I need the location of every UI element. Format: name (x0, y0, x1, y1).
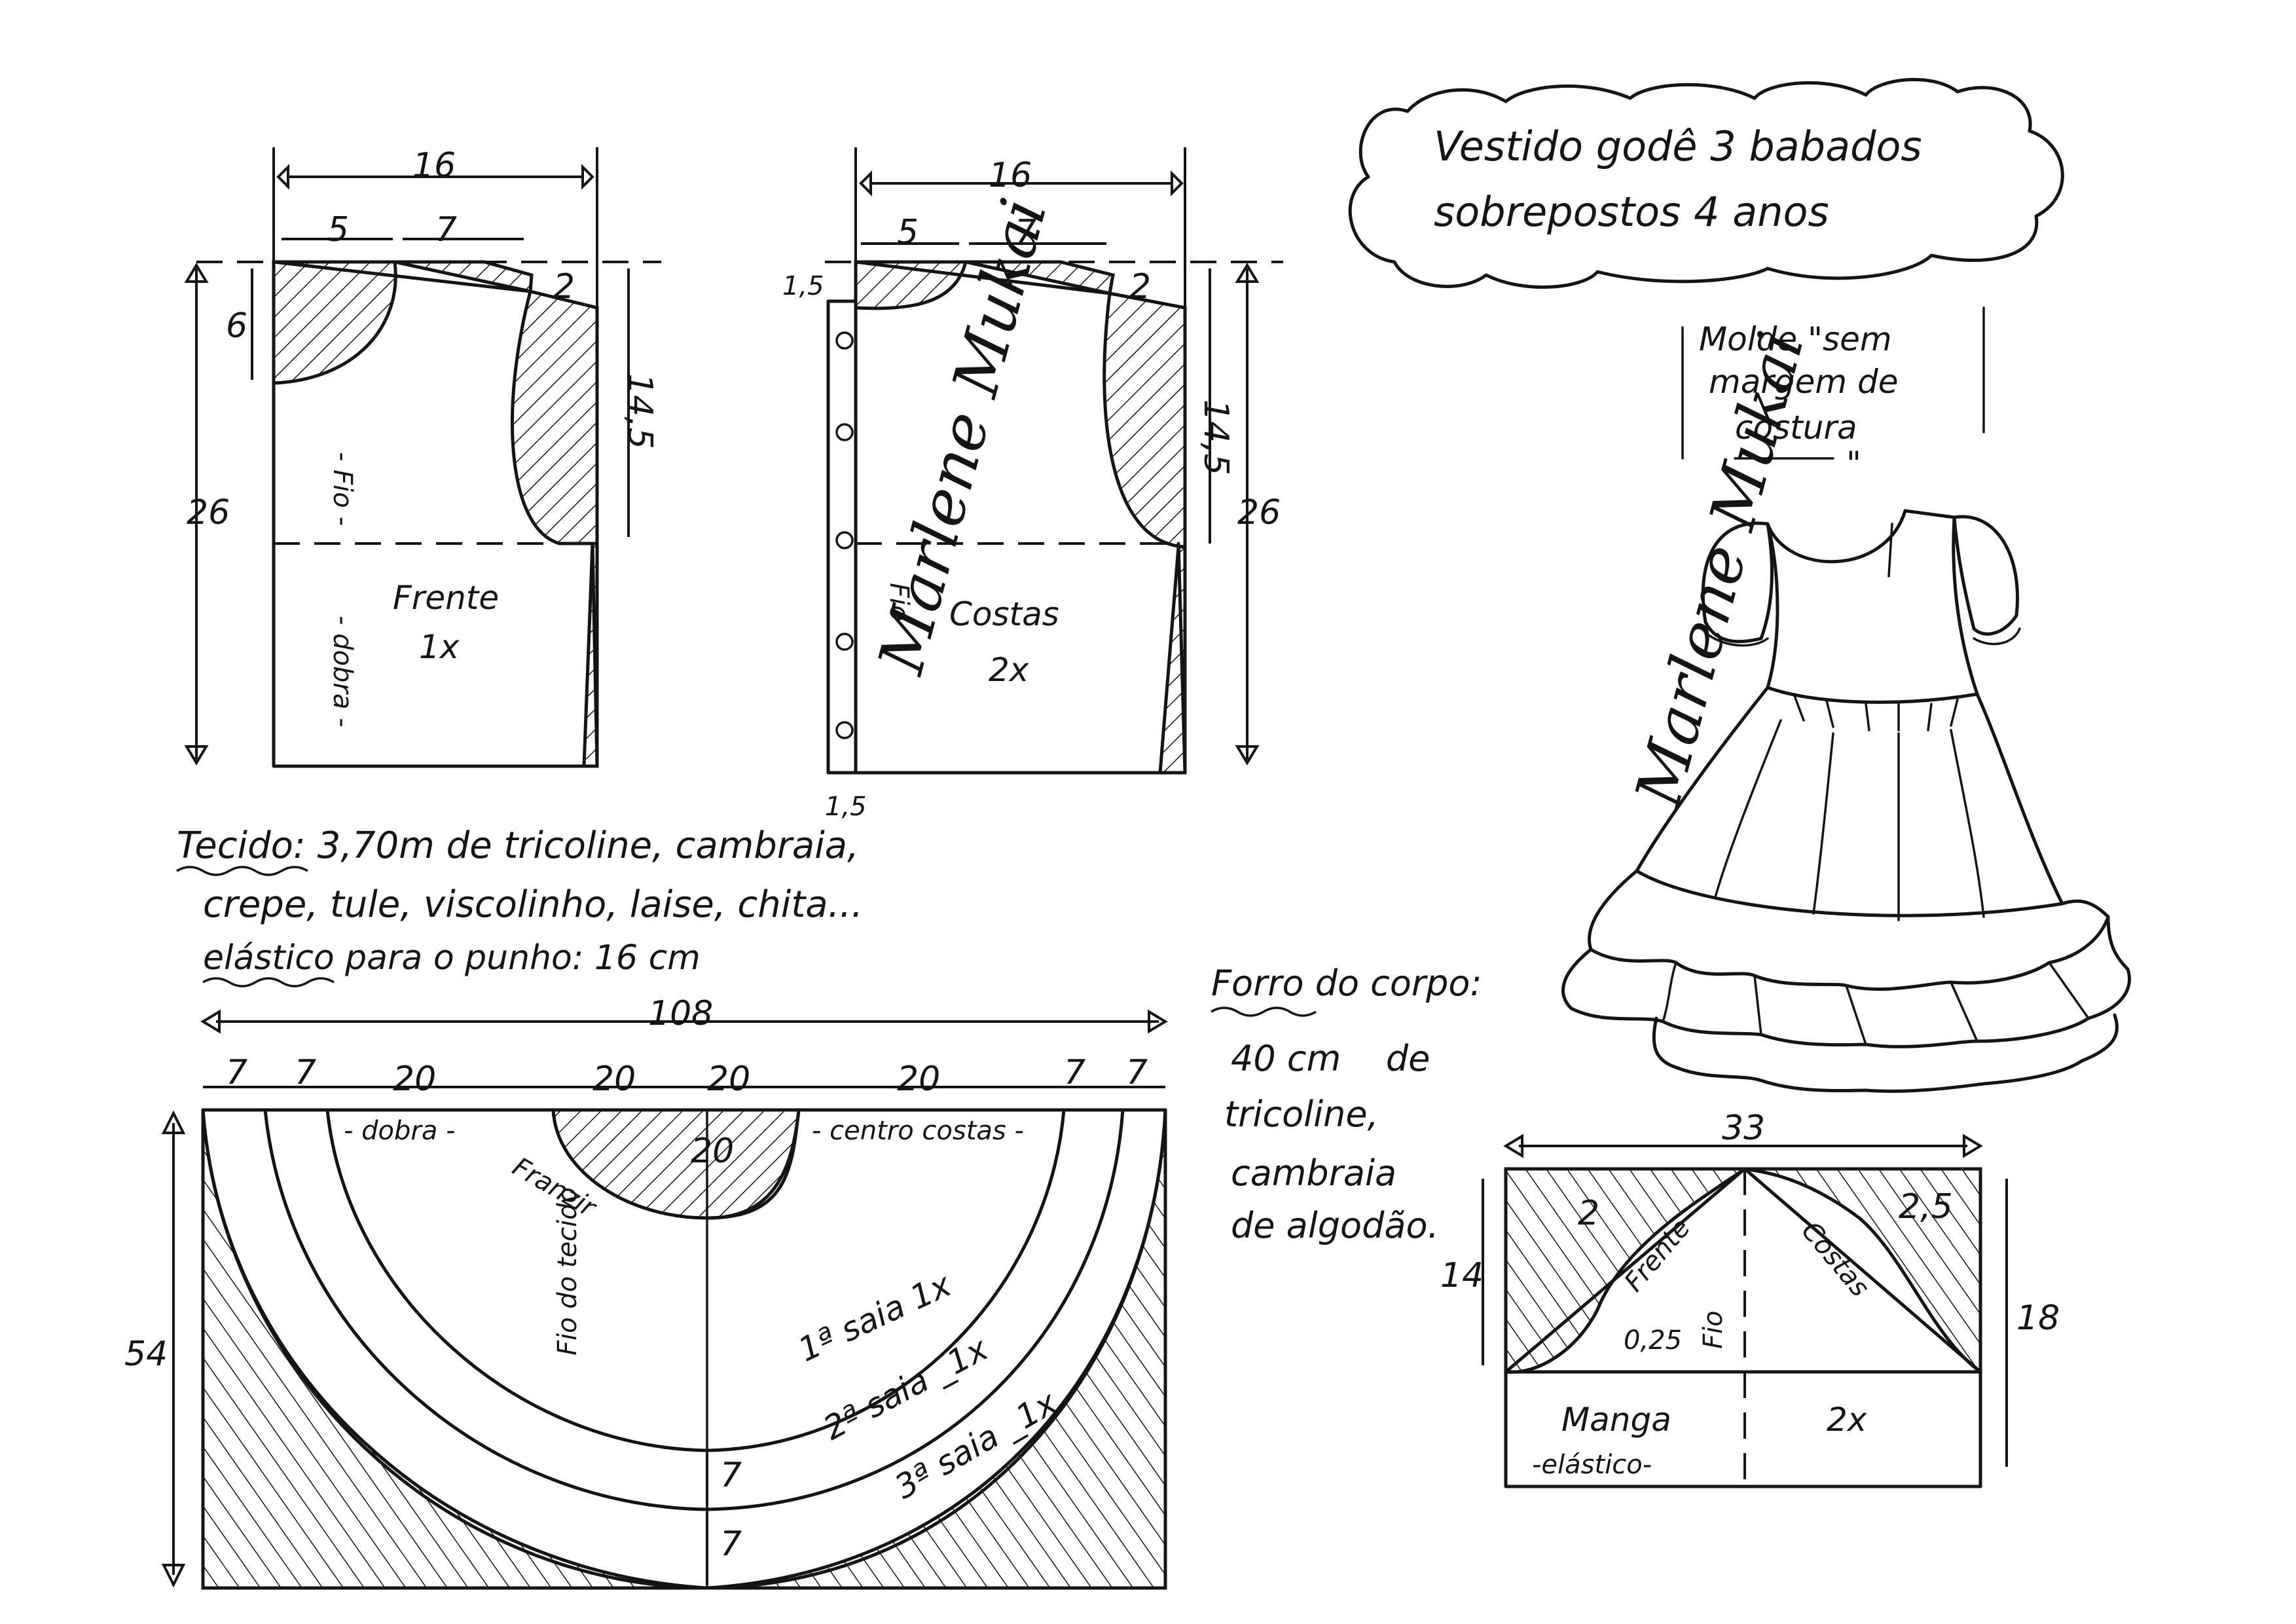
skirt-seg-c: 20 (393, 1060, 436, 1099)
title-cloud: Vestido godê 3 babados sobrepostos 4 ano… (1348, 78, 2064, 289)
skirt-seg-e: 20 (707, 1060, 750, 1099)
front-fold-label: - dobra - (327, 616, 357, 728)
front-neck-width: 5 (327, 210, 349, 249)
lining-line-4: cambraia (1231, 1153, 1396, 1194)
back-width-label: 16 (989, 156, 1032, 195)
back-neck-width: 5 (897, 213, 919, 252)
sleeve-back-cutout (1744, 1167, 1982, 1375)
lining-line-2: 40 cm de (1231, 1038, 1430, 1079)
note-close-quote: " (1846, 445, 1861, 483)
front-bodice-piece: 16 5 7 6 2 14,5 26 - Fio - - dobra - Fre… (184, 146, 661, 768)
back-extension-label: 1,5 (825, 792, 867, 822)
back-grain-label: Fio (884, 583, 914, 621)
back-armhole-label: 14,5 (1196, 399, 1235, 475)
back-neck-depth: 1,5 (782, 271, 824, 301)
back-piece-name: Costas (949, 595, 1059, 633)
skirt-seg-g: 7 (1064, 1053, 1085, 1092)
note-line-2: margem de (1709, 363, 1899, 401)
skirt-seg-h: 7 (1126, 1053, 1148, 1092)
back-armhole-cutout (1102, 291, 1187, 549)
sleeve-piece: 33 14 18 2 2,5 0,25 Frente Costas Fio Ma… (1440, 1109, 2060, 1488)
skirt-seg-a: 7 (226, 1053, 247, 1092)
title-line-2: sobrepostos 4 anos (1434, 188, 1829, 236)
sleeve-front-dip: 0,25 (1624, 1325, 1682, 1356)
seam-allowance-note: Molde "sem margem de costura " (1681, 306, 1985, 483)
button-marker (835, 531, 854, 549)
button-marker (835, 721, 854, 739)
back-bodice-piece: 16 5 7 1,5 2 14,5 26 1,5 Fio Costas 2x (782, 147, 1283, 822)
lining-line-5: de algodão. (1231, 1205, 1439, 1246)
fabric-line-2: crepe, tule, viscolinho, laise, chita... (203, 883, 863, 926)
note-line-3: costura (1735, 409, 1857, 447)
skirt-ruffle-1: 7 (720, 1456, 742, 1495)
skirt-ruffle-2: 7 (720, 1524, 742, 1564)
back-shoulder-width: 7 (1015, 213, 1036, 252)
sleeve-left-height: 14 (1440, 1256, 1484, 1295)
front-neck-cutout (272, 260, 397, 385)
front-length-label: 26 (187, 493, 230, 532)
front-shoulder-drop: 2 (553, 267, 575, 306)
sleeve-elastic-label: -elástico- (1532, 1450, 1652, 1480)
skirt-waist-depth: 20 (691, 1132, 734, 1171)
front-piece-count: 1x (419, 628, 460, 666)
sleeve-back-curve: 2,5 (1899, 1187, 1953, 1227)
skirt-grain-label: Fio do tecido (553, 1187, 583, 1356)
skirt-piece: 108 7 7 20 20 20 20 7 7 54 20 7 7 - dobr… (124, 994, 1168, 1590)
skirt-seg-d: 20 (592, 1060, 636, 1099)
front-shoulder-width: 7 (435, 210, 457, 249)
lining-line-3: tricoline, (1224, 1094, 1379, 1135)
skirt-height: 54 (124, 1335, 168, 1374)
skirt-fold-label: - dobra - (344, 1116, 456, 1146)
lining-line-1: Forro do corpo: (1211, 963, 1482, 1004)
fabric-requirements: Tecido: 3,70m de tricoline, cambraia, cr… (176, 824, 863, 987)
front-neck-depth: 6 (226, 306, 247, 346)
front-armhole-cutout (511, 289, 599, 545)
back-piece-count: 2x (989, 651, 1029, 689)
skirt-center-back-label: - centro costas - (812, 1116, 1024, 1146)
lining-requirements: Forro do corpo: 40 cm de tricoline, camb… (1211, 963, 1482, 1246)
back-buttons (835, 331, 854, 739)
skirt-seg-f: 20 (897, 1060, 940, 1099)
sleeve-name: Manga (1561, 1401, 1671, 1439)
back-length-label: 26 (1237, 493, 1281, 532)
button-marker (835, 633, 854, 651)
fabric-line-1: Tecido: 3,70m de tricoline, cambraia, (177, 824, 859, 867)
back-shoulder-drop: 2 (1129, 267, 1151, 306)
sleeve-front-curve: 2 (1578, 1194, 1599, 1233)
button-marker (835, 423, 854, 441)
front-grain-label: - Fio - (327, 452, 357, 526)
button-marker (835, 331, 854, 350)
note-line-1: Molde "sem (1699, 320, 1892, 358)
sleeve-width: 33 (1722, 1109, 1765, 1148)
sleeve-count: 2x (1827, 1401, 1867, 1439)
front-piece-name: Frente (393, 579, 499, 617)
skirt-total-width: 108 (648, 994, 713, 1033)
skirt-seg-b: 7 (295, 1053, 316, 1092)
sleeve-grain-label: Fio (1698, 1310, 1728, 1349)
sleeve-back-label: Costas (1795, 1216, 1875, 1302)
title-line-1: Vestido godê 3 babados (1434, 122, 1922, 170)
fabric-line-3: elástico para o punho: 16 cm (203, 938, 701, 978)
sleeve-right-height: 18 (2016, 1299, 2060, 1338)
front-width-label: 16 (412, 146, 456, 185)
dress-illustration (1561, 509, 2131, 1093)
front-armhole-label: 14,5 (620, 373, 659, 449)
